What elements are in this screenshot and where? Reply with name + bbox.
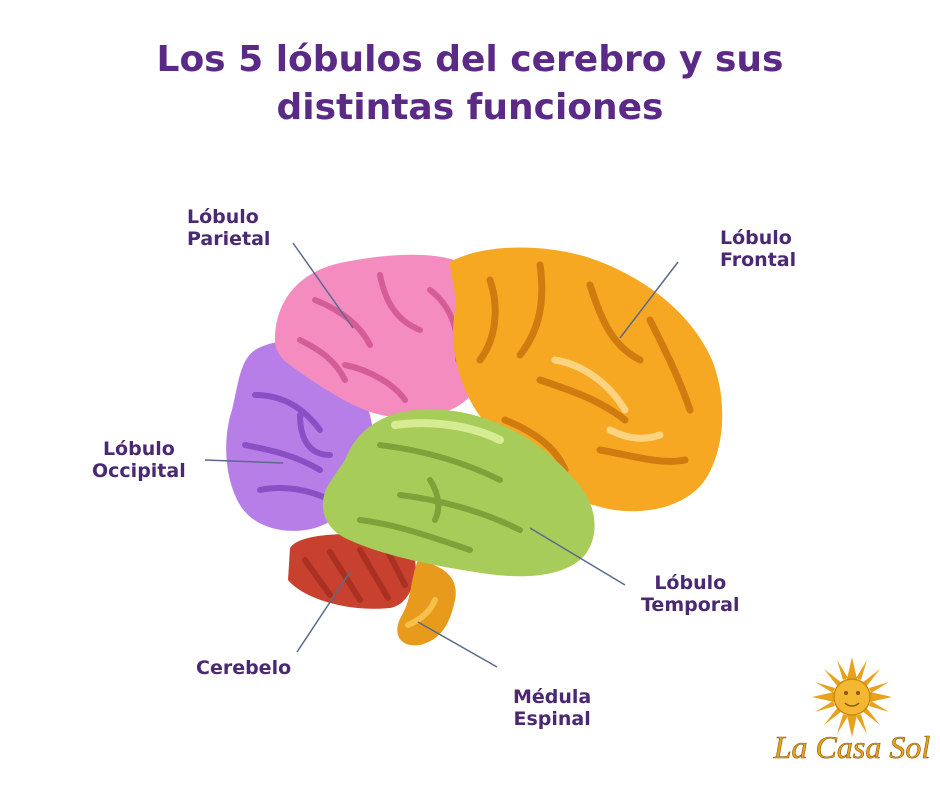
label-occipital-line-1: Lóbulo <box>102 438 175 460</box>
lacasasol-logo: La Casa Sol <box>772 657 931 765</box>
label-temporal: Lóbulo Temporal <box>641 572 739 616</box>
frontal-leader-line <box>619 261 679 339</box>
title-line-1: Los 5 lóbulos del cerebro y sus <box>156 39 784 80</box>
label-frontal-line-2: Frontal <box>720 249 797 271</box>
label-frontal: Lóbulo Frontal <box>720 227 796 271</box>
temporal-leader-line <box>529 527 626 586</box>
label-parietal-line-2: Parietal <box>187 228 271 250</box>
title-line-2: distintas funciones <box>276 87 664 128</box>
label-medula: Médula Espinal <box>513 686 591 730</box>
label-occipital: Lóbulo Occipital <box>92 438 186 482</box>
page-title: Los 5 lóbulos del cerebro y sus distinta… <box>0 36 940 132</box>
cerebelo-leader-line <box>296 571 351 653</box>
medula-leader-line <box>417 621 498 668</box>
label-medula-line-1: Médula <box>513 686 592 708</box>
label-temporal-line-1: Lóbulo <box>654 572 727 594</box>
sun-icon <box>812 657 892 737</box>
label-temporal-line-2: Temporal <box>641 594 740 616</box>
parietal-leader-line <box>292 242 354 329</box>
occipital-leader-line <box>204 459 284 464</box>
temporal-region <box>322 409 595 577</box>
label-parietal: Lóbulo Parietal <box>187 206 270 250</box>
label-cerebelo-line-1: Cerebelo <box>196 657 292 679</box>
label-frontal-line-1: Lóbulo <box>720 227 792 249</box>
label-medula-line-2: Espinal <box>513 708 591 730</box>
label-cerebelo: Cerebelo <box>196 657 291 679</box>
label-occipital-line-2: Occipital <box>92 460 186 482</box>
label-parietal-line-1: Lóbulo <box>187 206 259 228</box>
logo-text: La Casa Sol <box>773 729 931 765</box>
